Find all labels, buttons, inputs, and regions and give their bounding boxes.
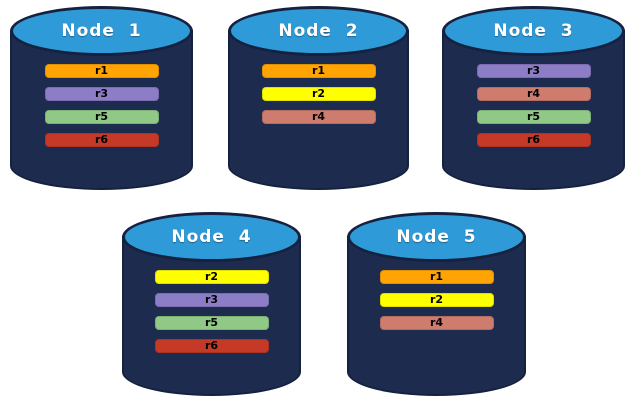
- node-cylinder-1: Node 1 r1 r3 r5 r6: [10, 6, 193, 190]
- cylinder-top-ellipse: Node 1: [10, 6, 193, 56]
- cylinder-top-ellipse: Node 5: [347, 212, 526, 262]
- replica-stack: r1 r3 r5 r6: [10, 64, 193, 147]
- replica-stack: r1 r2 r4: [228, 64, 409, 124]
- cylinder-top-ellipse: Node 3: [442, 6, 625, 56]
- node-cylinder-5: Node 5 r1 r2 r4: [347, 212, 526, 396]
- replica-bar-r3: r3: [44, 87, 159, 101]
- replica-bar-r6: r6: [44, 133, 159, 147]
- node-cylinder-4: Node 4 r2 r3 r5 r6: [122, 212, 301, 396]
- cylinder-top-ellipse: Node 2: [228, 6, 409, 56]
- replica-stack: r1 r2 r4: [347, 270, 526, 330]
- replica-bar-r4: r4: [476, 87, 591, 101]
- node-cylinder-3: Node 3 r3 r4 r5 r6: [442, 6, 625, 190]
- node-title: Node 1: [61, 21, 142, 41]
- replica-bar-r5: r5: [154, 316, 269, 330]
- replica-bar-r5: r5: [44, 110, 159, 124]
- replica-bar-r5: r5: [476, 110, 591, 124]
- cylinder-top-ellipse: Node 4: [122, 212, 301, 262]
- replica-bar-r2: r2: [379, 293, 494, 307]
- replica-bar-r4: r4: [379, 316, 494, 330]
- replica-bar-r3: r3: [154, 293, 269, 307]
- replica-bar-r2: r2: [154, 270, 269, 284]
- node-title: Node 2: [278, 21, 359, 41]
- replica-bar-r1: r1: [44, 64, 159, 78]
- replica-bar-r2: r2: [261, 87, 376, 101]
- node-cylinder-2: Node 2 r1 r2 r4: [228, 6, 409, 190]
- replica-bar-r6: r6: [154, 339, 269, 353]
- replica-stack: r2 r3 r5 r6: [122, 270, 301, 353]
- node-title: Node 5: [396, 227, 477, 247]
- replica-bar-r6: r6: [476, 133, 591, 147]
- replica-bar-r1: r1: [379, 270, 494, 284]
- replica-bar-r1: r1: [261, 64, 376, 78]
- node-title: Node 3: [493, 21, 574, 41]
- replica-bar-r3: r3: [476, 64, 591, 78]
- replica-stack: r3 r4 r5 r6: [442, 64, 625, 147]
- replica-bar-r4: r4: [261, 110, 376, 124]
- node-title: Node 4: [171, 227, 252, 247]
